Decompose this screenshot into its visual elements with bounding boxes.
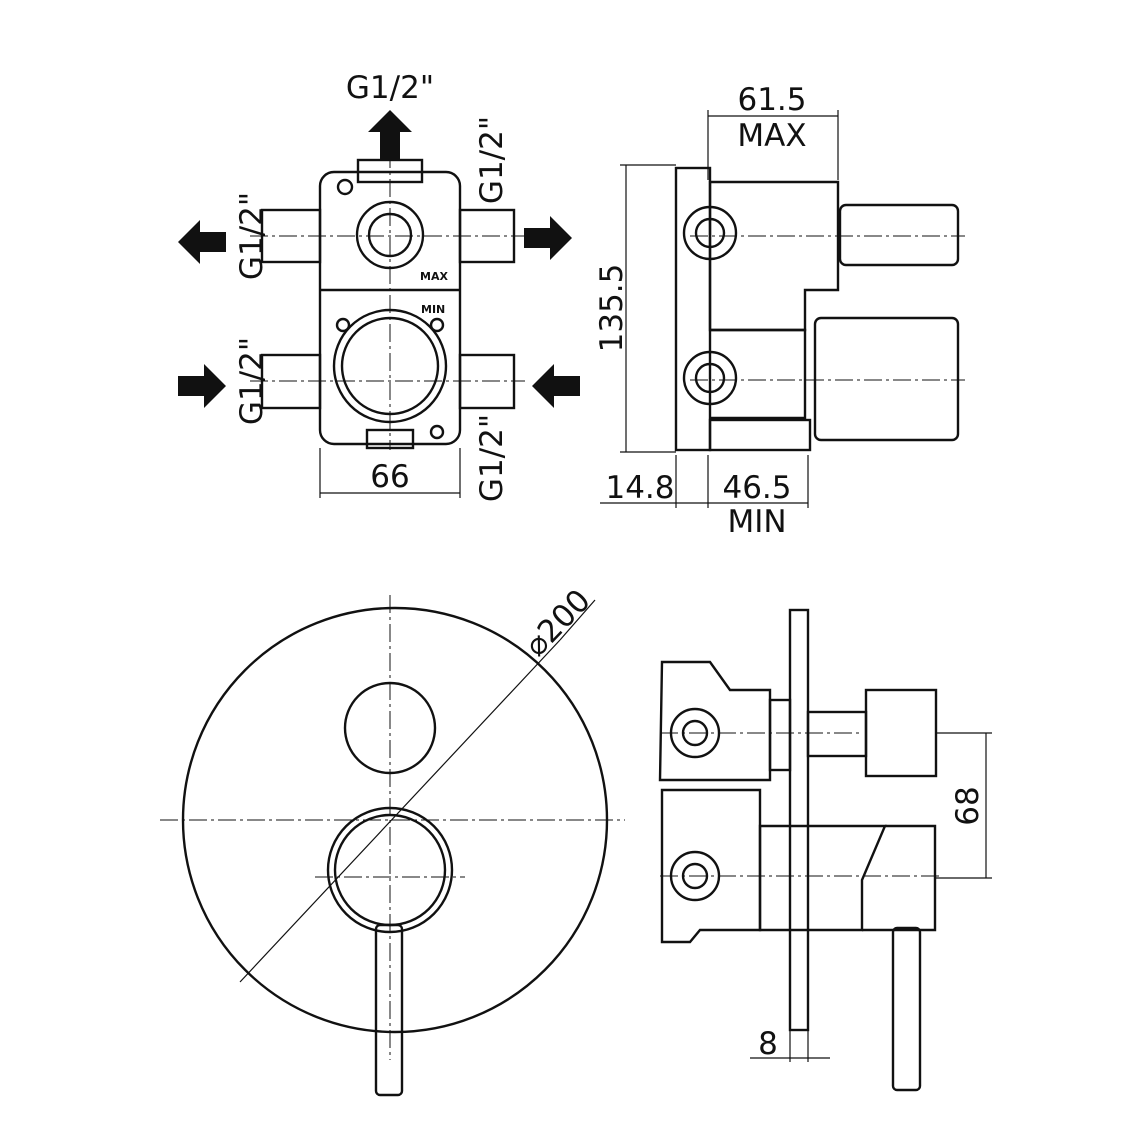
- assembled-side-view: [658, 608, 940, 1092]
- port-left-upper-label: G1/2": [234, 192, 270, 280]
- height-dimension: 135.5: [594, 264, 630, 353]
- arrow-left-icon: [532, 364, 580, 408]
- depth-min-label: MIN: [727, 504, 786, 540]
- diameter-dimension: ⌀200: [518, 583, 598, 664]
- valve-body-side-view: [674, 166, 965, 452]
- cover-plate-front-view: [160, 595, 625, 1097]
- depth-max-dimension: 61.5: [737, 82, 806, 118]
- depth-max-label: MAX: [737, 118, 806, 154]
- flange-dimension: 14.8: [605, 470, 674, 506]
- width-dimension: 66: [370, 459, 409, 495]
- max-mark: MAX: [420, 270, 448, 283]
- min-mark: MIN: [421, 303, 445, 316]
- spacing-dimension: 68: [950, 786, 986, 825]
- port-left-lower-label: G1/2": [234, 337, 270, 425]
- arrow-right-icon: [178, 364, 226, 408]
- plate-thickness-dimension: 8: [758, 1026, 778, 1062]
- port-top-label: G1/2": [346, 70, 434, 106]
- port-right-upper-label: G1/2": [474, 116, 510, 204]
- arrow-left-icon: [178, 220, 226, 264]
- valve-body-front-view: MAX MIN: [250, 150, 525, 450]
- flow-arrows: [178, 110, 580, 408]
- arrow-up-icon: [368, 110, 412, 160]
- port-right-lower-label: G1/2": [474, 414, 510, 502]
- arrow-right-icon: [524, 216, 572, 260]
- lever-handle: [374, 923, 404, 1097]
- depth-min-dimension: 46.5: [722, 470, 791, 506]
